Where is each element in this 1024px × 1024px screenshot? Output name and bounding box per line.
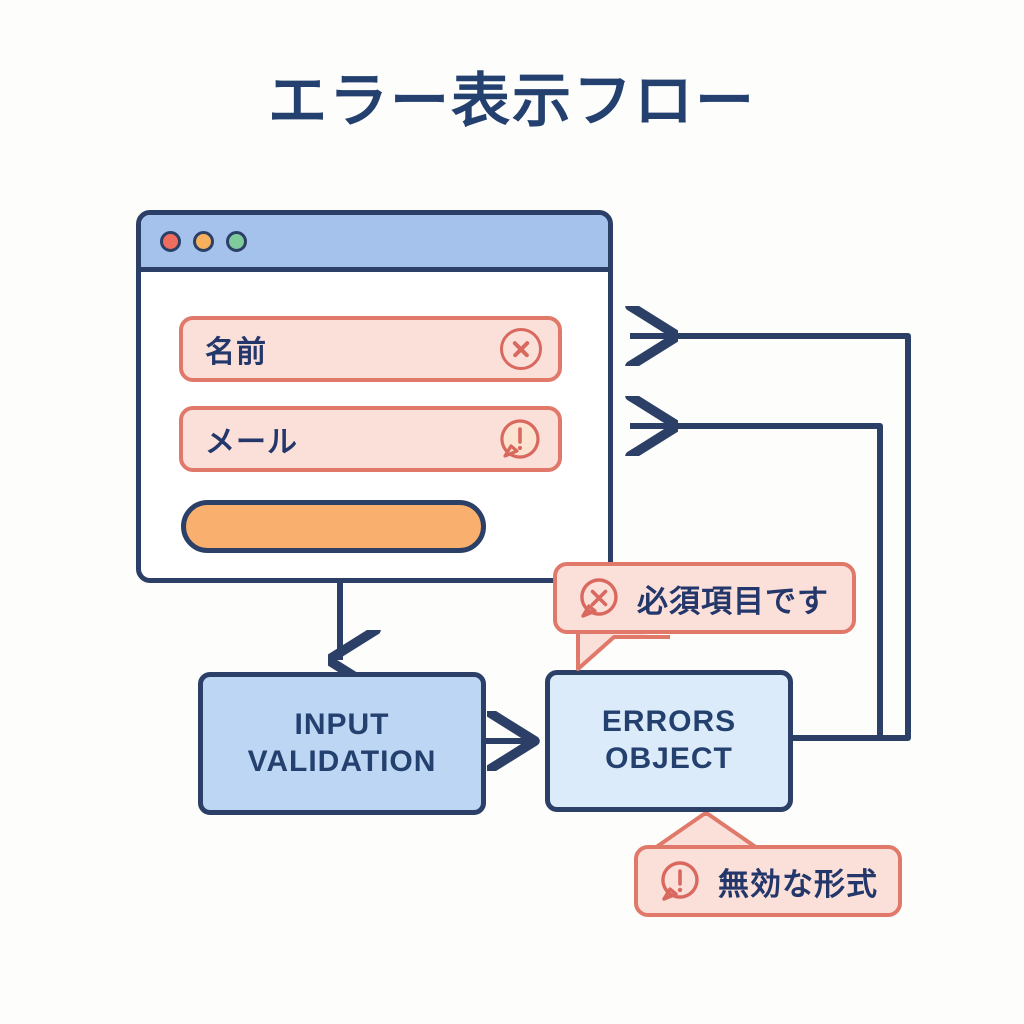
input-validation-line1: INPUT xyxy=(294,707,390,741)
bubble-warning-icon xyxy=(658,859,702,903)
errors-object-label: ERRORS OBJECT xyxy=(602,704,736,777)
input-validation-line2: VALIDATION xyxy=(247,744,437,778)
minimize-dot-icon[interactable] xyxy=(193,230,214,252)
email-field-label: メール xyxy=(205,426,298,459)
browser-content: 名前 メール xyxy=(141,272,608,578)
errors-object-line2: OBJECT xyxy=(605,742,733,775)
invalid-format-tooltip: 無効な形式 xyxy=(634,845,902,917)
input-validation-node[interactable]: INPUT VALIDATION xyxy=(198,672,486,815)
required-tooltip: 必須項目です xyxy=(553,562,856,634)
errors-object-node[interactable]: ERRORS OBJECT xyxy=(545,670,793,812)
error-circle-x-icon xyxy=(500,328,542,370)
invalid-format-tooltip-text: 無効な形式 xyxy=(718,866,878,902)
bubble-x-icon xyxy=(577,576,621,620)
warning-bubble-icon xyxy=(498,417,542,461)
maximize-dot-icon[interactable] xyxy=(226,230,247,252)
close-dot-icon[interactable] xyxy=(160,230,181,252)
browser-window-mock: 名前 メール xyxy=(136,210,613,583)
input-validation-label: INPUT VALIDATION xyxy=(248,707,437,780)
page-title: エラー表示フロー xyxy=(267,68,756,134)
name-field-label: 名前 xyxy=(205,336,267,369)
required-tooltip-text: 必須項目です xyxy=(637,583,829,619)
browser-titlebar xyxy=(141,215,608,272)
errors-object-line1: ERRORS xyxy=(601,705,737,739)
email-field[interactable]: メール xyxy=(179,406,562,472)
name-field[interactable]: 名前 xyxy=(179,316,562,382)
submit-button[interactable] xyxy=(181,500,486,553)
